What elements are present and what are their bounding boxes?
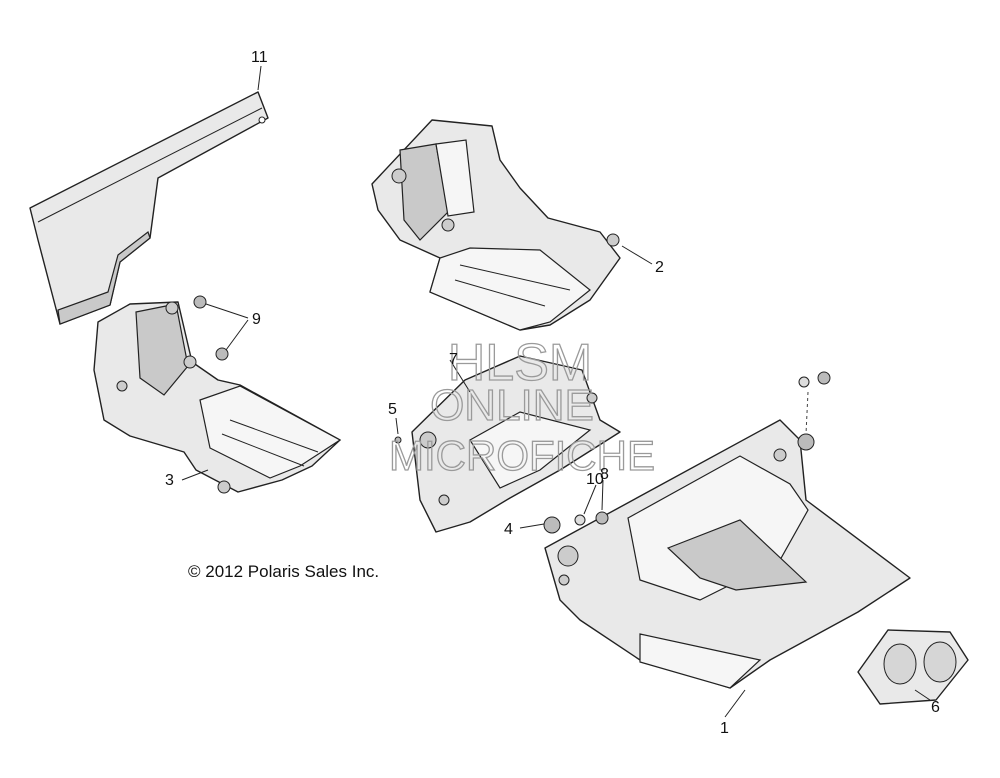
watermark-line-1: HLSM — [448, 334, 592, 392]
callout-1: 1 — [720, 720, 729, 737]
callout-6: 6 — [931, 699, 940, 716]
callout-8: 8 — [600, 466, 609, 483]
part-11-side-panel — [29, 65, 269, 325]
callout-7: 7 — [449, 351, 458, 368]
callout-11: 11 — [251, 49, 268, 66]
part-3-floor-pan-left — [93, 301, 342, 494]
fastener-group — [519, 371, 831, 534]
part-7-tunnel-cover — [411, 355, 621, 533]
callout-4: 4 — [504, 521, 513, 538]
part-6-mat-insert — [857, 629, 969, 705]
callout-10: 10 — [586, 471, 604, 488]
part-9-fasteners — [193, 295, 249, 361]
copyright-notice: © 2012 Polaris Sales Inc. — [188, 562, 380, 581]
callouts: 11 2 9 5 3 7 8 10 4 1 6 — [165, 49, 940, 737]
part-5-fastener — [394, 417, 402, 444]
watermark-line-3: MICROFICHE — [389, 432, 655, 479]
callout-2: 2 — [655, 259, 664, 276]
callout-5: 5 — [388, 401, 397, 418]
part-2-floor-pan-right — [371, 119, 653, 331]
watermark-line-2: ONLINE — [430, 381, 594, 430]
part-1-main-floor-pan — [544, 419, 911, 718]
callout-9: 9 — [252, 311, 261, 328]
watermark: HLSM ONLINE MICROFICHE — [388, 333, 655, 479]
callout-3: 3 — [165, 472, 174, 489]
